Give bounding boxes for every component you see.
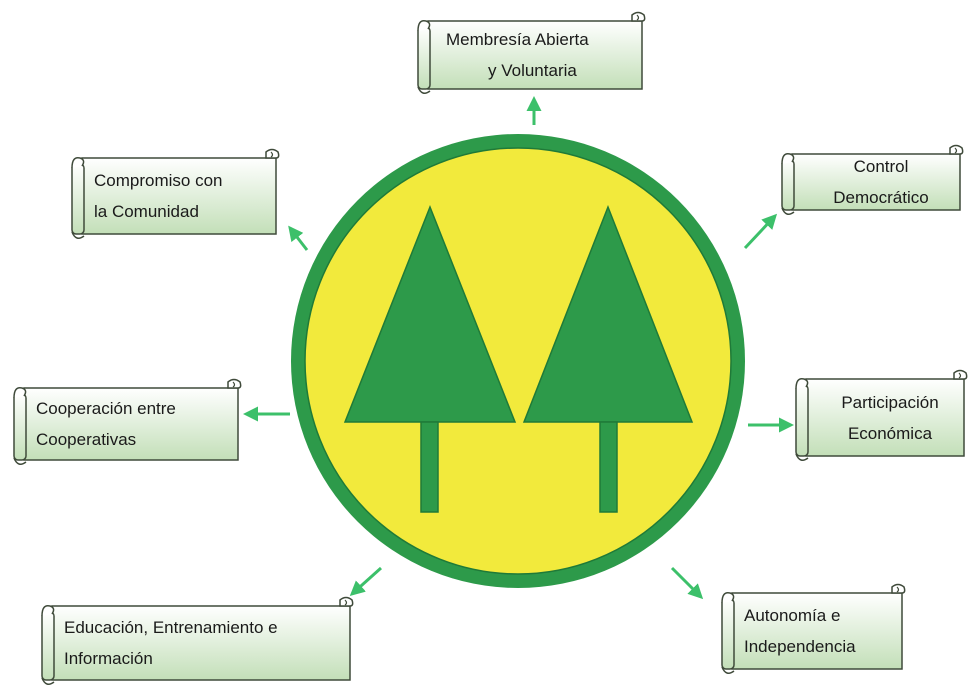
cooperative-emblem (291, 134, 745, 588)
scroll-compromiso-line2: la Comunidad (94, 202, 199, 221)
scroll-autonomia: Autonomía e Independencia (716, 583, 908, 679)
scroll-educacion-line1: Educación, Entrenamiento e (64, 618, 278, 637)
scroll-frame (795, 369, 968, 461)
scroll-frame (71, 148, 280, 239)
scroll-cooperacion-line1: Cooperación entre (36, 399, 176, 418)
arrow-to-autonomia (670, 566, 704, 600)
scroll-frame (417, 11, 646, 94)
right-pine-trunk (599, 421, 618, 513)
scroll-frame (721, 583, 906, 674)
scroll-membresia: Membresía Abierta y Voluntaria (412, 11, 648, 99)
arrow-to-educacion (349, 566, 383, 597)
emblem-inner-line (304, 147, 732, 575)
scroll-control-line2: Democrático (833, 188, 929, 207)
scroll-cooperacion-line2: Cooperativas (36, 430, 137, 449)
scroll-membresia-line2: y Voluntaria (488, 61, 577, 80)
scroll-frame (781, 144, 964, 215)
scroll-compromiso-line1: Compromiso con (94, 171, 223, 190)
scroll-participacion-line2: Económica (847, 423, 933, 443)
connector-arrows (243, 96, 794, 600)
left-pine-trunk (420, 421, 439, 513)
scroll-compromiso: Compromiso con la Comunidad (66, 148, 282, 244)
scroll-control: Control Democrático (776, 144, 966, 220)
scroll-participacion: Participación Económica (790, 369, 970, 466)
scroll-membresia-line1: Membresía Abierta (446, 30, 589, 49)
scroll-frame (41, 596, 354, 685)
scroll-cooperacion: Cooperación entre Cooperativas (8, 378, 244, 470)
scroll-frame (13, 378, 242, 465)
scroll-autonomia-line1: Autonomía e (744, 606, 841, 625)
scroll-educacion: Educación, Entrenamiento e Información (36, 596, 356, 690)
scroll-control-line1: Control (853, 157, 909, 176)
arrow-to-control (743, 213, 778, 250)
scroll-participacion-line1: Participación (841, 392, 939, 412)
scroll-autonomia-line2: Independencia (744, 637, 856, 656)
arrow-to-compromiso (288, 225, 309, 251)
scroll-educacion-line2: Información (64, 649, 153, 668)
